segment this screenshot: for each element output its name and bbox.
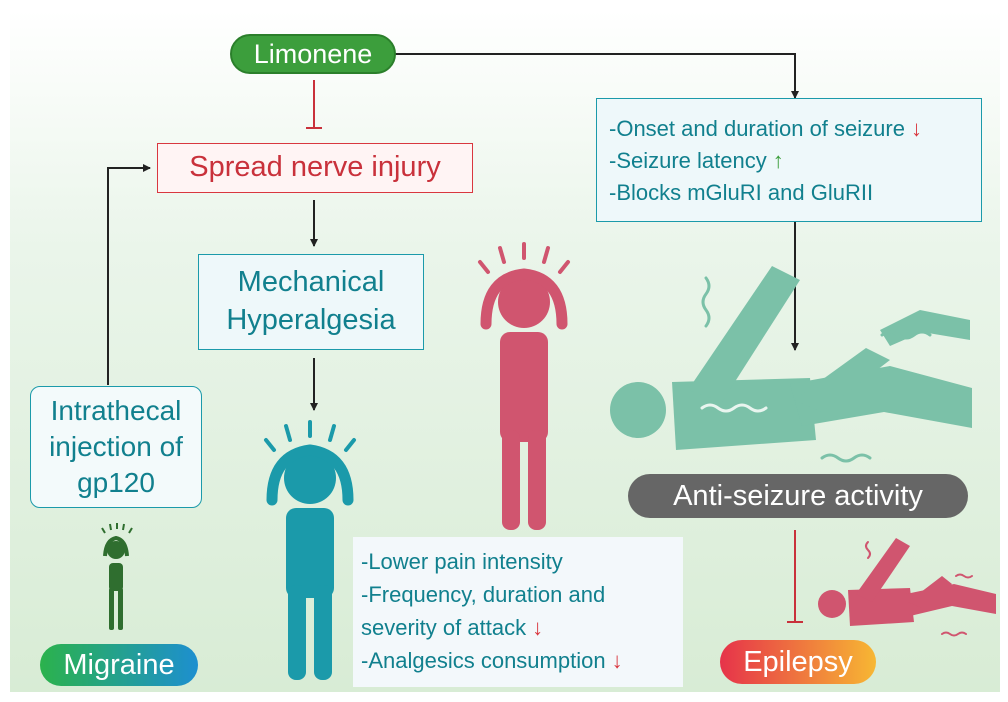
migraine-effect-item: -Frequency, duration and xyxy=(361,578,683,611)
limonene-node: Limonene xyxy=(230,34,396,74)
spread-nerve-injury-node: Spread nerve injury xyxy=(157,143,473,193)
anti-seizure-activity-label: Anti-seizure activity xyxy=(673,480,923,512)
up-arrow-icon: ↑ xyxy=(773,148,784,173)
hyperalgesia-label: Hyperalgesia xyxy=(199,301,423,339)
epilepsy-node: Epilepsy xyxy=(720,640,876,684)
migraine-effects-box: -Lower pain intensity -Frequency, duratio… xyxy=(353,537,683,687)
down-arrow-icon: ↓ xyxy=(532,615,543,640)
migraine-label: Migraine xyxy=(63,649,174,681)
seizure-effect-item: -Onset and duration of seizure↓ xyxy=(609,113,981,145)
down-arrow-icon: ↓ xyxy=(911,116,922,141)
migraine-effect-item-text: severity of attack xyxy=(361,615,526,640)
seizure-effect-item-text: -Seizure latency xyxy=(609,148,767,173)
down-arrow-icon: ↓ xyxy=(612,648,623,673)
intrathecal-injection-node: Intrathecal injection of gp120 xyxy=(30,386,202,508)
migraine-effect-item: -Lower pain intensity xyxy=(361,545,683,578)
migraine-effect-item: severity of attack↓ xyxy=(361,611,683,644)
anti-seizure-activity-node: Anti-seizure activity xyxy=(628,474,968,518)
migraine-node: Migraine xyxy=(40,644,198,686)
spread-nerve-injury-label: Spread nerve injury xyxy=(189,151,440,183)
migraine-effect-item-text: -Analgesics consumption xyxy=(361,648,606,673)
seizure-effects-box: -Onset and duration of seizure↓-Seizure … xyxy=(596,98,982,222)
seizure-effect-item: -Seizure latency↑ xyxy=(609,145,981,177)
migraine-effect-item: -Analgesics consumption↓ xyxy=(361,644,683,677)
seizure-effect-item: -Blocks mGluRI and GluRII xyxy=(609,177,981,209)
epilepsy-label: Epilepsy xyxy=(743,646,853,678)
gp120-label: gp120 xyxy=(31,465,201,501)
intrathecal-label: Intrathecal xyxy=(31,393,201,429)
limonene-label: Limonene xyxy=(254,39,373,69)
migraine-effect-item-text: -Frequency, duration and xyxy=(361,582,605,607)
seizure-effect-item-text: -Onset and duration of seizure xyxy=(609,116,905,141)
mechanical-hyperalgesia-node: Mechanical Hyperalgesia xyxy=(198,254,424,350)
seizure-effect-item-text: -Blocks mGluRI and GluRII xyxy=(609,180,873,205)
mechanical-label: Mechanical xyxy=(199,263,423,301)
migraine-effect-item-text: -Lower pain intensity xyxy=(361,549,563,574)
diagram-canvas: Limonene Spread nerve injury Mechanical … xyxy=(10,10,1000,692)
injection-of-label: injection of xyxy=(31,429,201,465)
